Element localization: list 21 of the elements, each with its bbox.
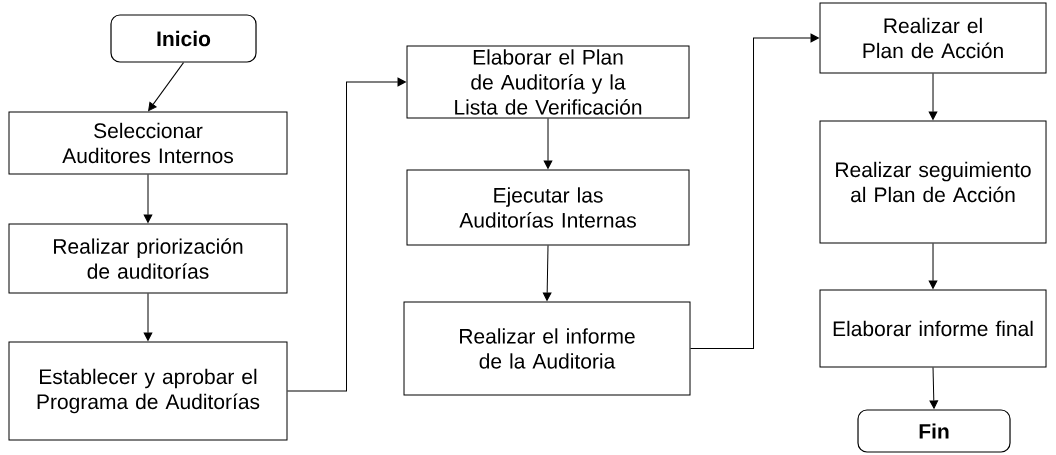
arrow	[929, 367, 939, 409]
arrow	[690, 33, 819, 349]
process-box: Realizar el informe de la Auditoria	[403, 301, 691, 396]
arrow	[143, 174, 153, 223]
process-box: Establecer y aprobar el Programa de Auditorías	[8, 341, 288, 441]
terminal-box: Inicio	[110, 14, 257, 63]
arrow	[542, 245, 552, 301]
process-box: Elaborar el Plan de Auditoría y la Lista de Verificación	[406, 45, 690, 119]
arrow	[143, 293, 153, 341]
process-box: Realizar el Plan de Acción	[819, 2, 1047, 74]
arrow	[543, 118, 553, 169]
process-box: Ejecutar las Auditorías Internas	[406, 169, 690, 246]
process-box: Realizar seguimiento al Plan de Acción	[819, 120, 1047, 244]
terminal-box: Fin	[857, 409, 1011, 453]
process-box: Realizar priorización de auditorías	[8, 223, 288, 294]
arrow	[928, 73, 938, 120]
process-box: Seleccionar Auditores Internos	[8, 111, 288, 175]
arrow	[928, 243, 938, 289]
process-box: Elaborar informe final	[819, 289, 1047, 368]
arrow	[148, 62, 184, 112]
arrow	[287, 77, 406, 392]
